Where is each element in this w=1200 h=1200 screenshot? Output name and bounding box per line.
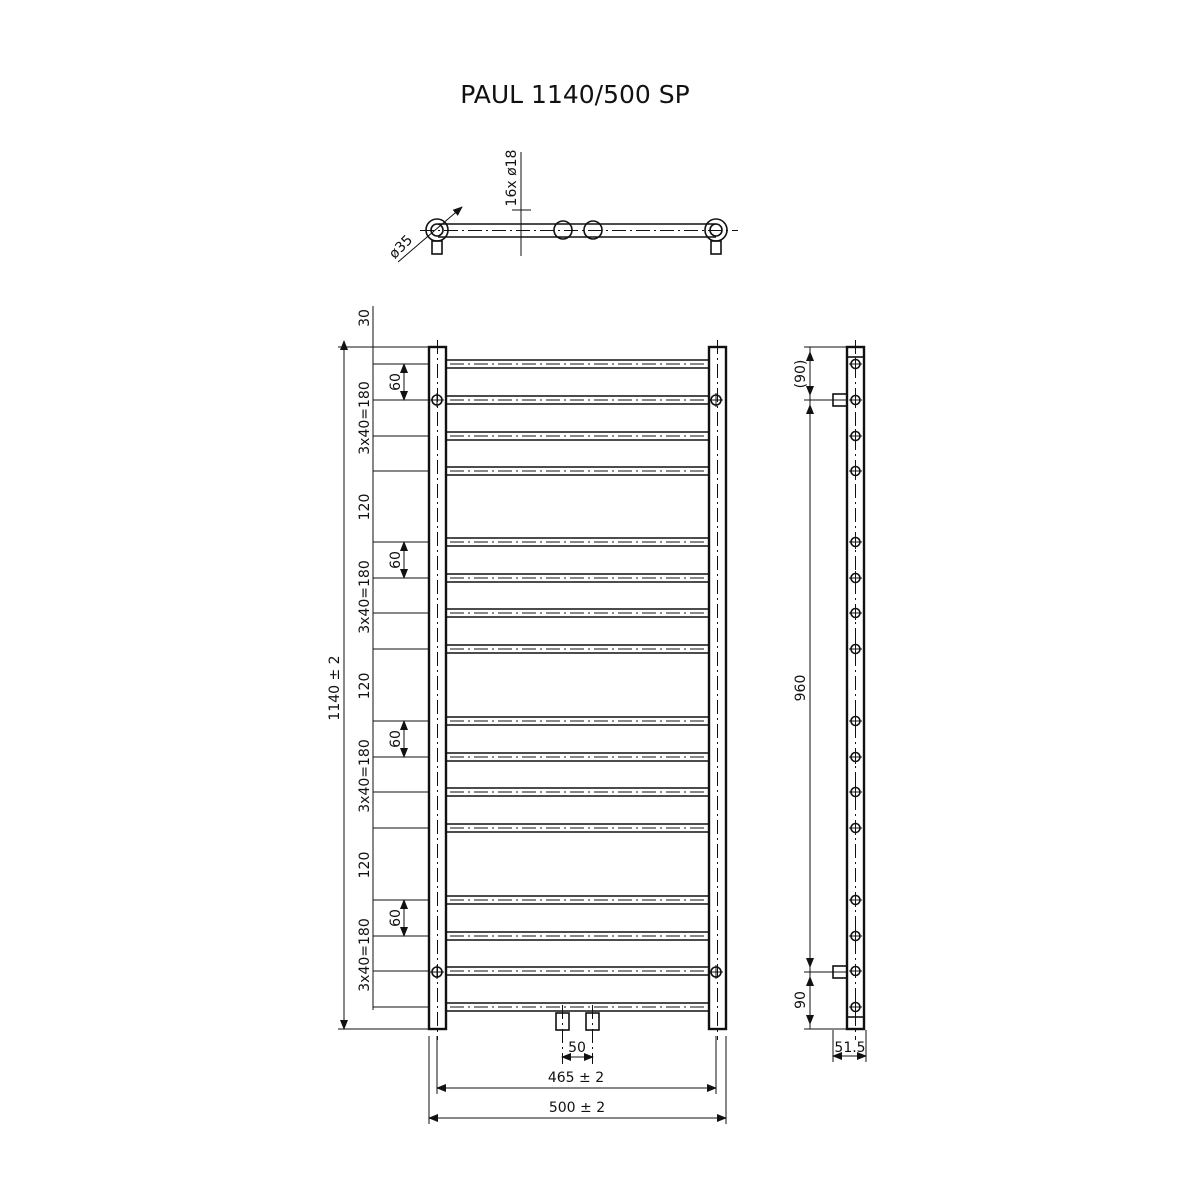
depth-label: 51.5 bbox=[834, 1040, 865, 1056]
horizontal-bar bbox=[373, 966, 709, 976]
side-bar-section bbox=[849, 1000, 862, 1014]
horizontal-bar bbox=[373, 573, 709, 583]
horizontal-bar bbox=[373, 823, 709, 833]
top-view: ø35 16x ø18 bbox=[386, 150, 738, 263]
total-width-label: 500 ± 2 bbox=[549, 1100, 605, 1116]
top-mount-label: (90) bbox=[793, 360, 809, 389]
group-spacing-label: 3x40=180 bbox=[357, 918, 373, 991]
horizontal-bar bbox=[373, 537, 709, 547]
side-bar-section bbox=[849, 464, 862, 478]
side-bar-section bbox=[849, 785, 862, 799]
side-bar-section bbox=[849, 429, 862, 443]
horizontal-bar bbox=[373, 752, 709, 762]
tube-diameter-label: ø35 bbox=[386, 232, 416, 262]
horizontal-bar bbox=[373, 1002, 709, 1012]
total-height-label: 1140 ± 2 bbox=[327, 655, 343, 720]
mount-offset-label: 60 bbox=[388, 909, 404, 927]
mount-offset-label: 60 bbox=[388, 551, 404, 569]
group-spacing-label: 3x40=180 bbox=[357, 739, 373, 812]
mount-distance-label: 960 bbox=[793, 675, 809, 702]
drawing-title: PAUL 1140/500 SP bbox=[460, 80, 689, 109]
side-bar-section bbox=[849, 642, 862, 656]
side-bar-section bbox=[849, 393, 862, 407]
side-bar-section bbox=[849, 821, 862, 835]
side-bar-section bbox=[849, 929, 862, 943]
bars-spec-label: 16x ø18 bbox=[504, 150, 520, 207]
side-bar-section bbox=[849, 714, 862, 728]
bottom-mount-label: 90 bbox=[793, 991, 809, 1009]
side-bar-section bbox=[849, 893, 862, 907]
horizontal-bar bbox=[373, 787, 709, 797]
side-bar-section bbox=[849, 750, 862, 764]
bar-group-dimensions: 3x40=180 3x40=180 3x40=180 3x40=180 120 … bbox=[357, 363, 408, 992]
front-view: 1140 ± 2 30 3x40=180 3x40=180 3x40=180 3… bbox=[327, 306, 728, 1124]
side-view: (90) 960 90 51.5 bbox=[793, 340, 867, 1062]
horizontal-bar bbox=[373, 644, 709, 654]
connection-pipe-right bbox=[583, 220, 603, 240]
mount-offset-label: 60 bbox=[388, 373, 404, 391]
horizontal-bars bbox=[373, 359, 709, 1012]
side-bar-section bbox=[849, 964, 862, 978]
group-gap-label: 120 bbox=[357, 494, 373, 521]
group-gap-label: 120 bbox=[357, 852, 373, 879]
horizontal-bar bbox=[373, 931, 709, 941]
mount-offset-label: 60 bbox=[388, 730, 404, 748]
axis-width-label: 465 ± 2 bbox=[548, 1070, 604, 1086]
horizontal-bar bbox=[373, 431, 709, 441]
side-bar-section bbox=[849, 357, 862, 371]
top-offset-label: 30 bbox=[357, 309, 373, 327]
connection-pipe-left bbox=[553, 220, 573, 240]
group-gap-label: 120 bbox=[357, 673, 373, 700]
side-bar-sections bbox=[849, 357, 862, 1014]
side-bar-section bbox=[849, 571, 862, 585]
horizontal-bar bbox=[373, 716, 709, 726]
horizontal-bar bbox=[373, 395, 709, 405]
horizontal-bar bbox=[373, 359, 709, 369]
horizontal-bar bbox=[373, 466, 709, 476]
group-spacing-label: 3x40=180 bbox=[357, 381, 373, 454]
mount-points bbox=[430, 393, 723, 979]
horizontal-bar bbox=[373, 895, 709, 905]
group-spacing-label: 3x40=180 bbox=[357, 560, 373, 633]
horizontal-bar bbox=[373, 608, 709, 618]
connection-spacing-label: 50 bbox=[568, 1040, 586, 1056]
side-bar-section bbox=[849, 606, 862, 620]
side-bar-section bbox=[849, 535, 862, 549]
